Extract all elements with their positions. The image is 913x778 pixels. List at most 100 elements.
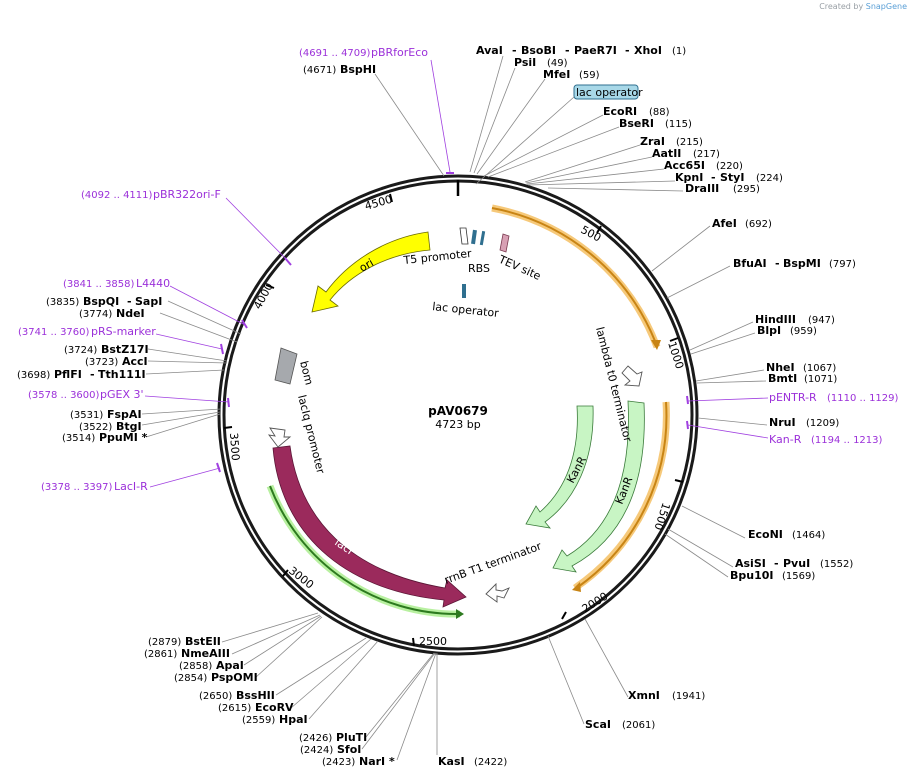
lead-aval	[469, 55, 504, 173]
site-styi-name: StyI	[720, 171, 744, 184]
lead-ppumi	[145, 413, 221, 438]
lac-operator-top-mark	[471, 229, 477, 245]
site-ppumi-name: PpuMI *	[99, 431, 148, 444]
lead-pluti	[365, 652, 435, 738]
mark-pbr322	[284, 257, 292, 266]
site-nari-pos: (2423)	[322, 757, 355, 768]
lead-acci	[147, 360, 228, 364]
site-asisi-name: AsiSI	[735, 557, 766, 570]
plasmid-length: 4723 bp	[435, 418, 480, 431]
tick-4500	[389, 193, 393, 203]
tick-2000	[561, 611, 567, 620]
lead-scai	[547, 635, 585, 725]
site-ecorv-pos: (2615)	[218, 703, 251, 714]
site-bsteii-name: BstEII	[185, 635, 221, 648]
site-econi-pos: (1464)	[792, 530, 825, 541]
lead-blpi	[690, 332, 756, 355]
laci-feature	[272, 445, 467, 608]
lead-kpni	[527, 180, 676, 186]
primer-l4440-pos: (3841 .. 3858)	[63, 279, 135, 290]
lead-draiii	[547, 187, 684, 192]
site-kpni-sep: -	[711, 171, 716, 184]
site-mfei-name: MfeI	[543, 68, 570, 81]
lead-nhei	[695, 369, 765, 382]
tick-label-4500: 4500	[363, 193, 393, 213]
lead-sfoi	[361, 652, 436, 750]
site-ndei-name: NdeI	[116, 307, 145, 320]
kanr-1-label: KanR	[564, 454, 589, 485]
site-bmti-name: BmtI	[768, 372, 797, 385]
site-kasi-name: KasI	[438, 755, 465, 768]
lead-bmti	[696, 380, 767, 384]
site-ndei-pos: (3774)	[79, 309, 112, 320]
site-bmti-pos: (1071)	[804, 374, 837, 385]
site-draiii-name: DraIII	[685, 182, 719, 195]
rbs-mark	[479, 230, 486, 246]
primer-pgex-name: pGEX 3'	[100, 388, 144, 401]
lead-ecori	[483, 114, 604, 177]
site-ecorv-name: EcoRV	[255, 701, 294, 714]
site-sapi-pos: (3835)	[46, 297, 79, 308]
site-scai-pos: (2061)	[622, 720, 655, 731]
primer-laci-r-name: LacI-R	[114, 480, 148, 493]
site-kasi-pos: (2422)	[474, 757, 507, 768]
site-xhoi-name: XhoI	[634, 44, 662, 57]
lead-nrui	[697, 417, 768, 426]
lead-laci-r	[149, 467, 221, 488]
site-econi-name: EcoNI	[748, 528, 783, 541]
site-bspqi-name: BspQI	[83, 295, 119, 308]
site-nhei-pos: (1067)	[803, 363, 836, 374]
backbone-outer	[217, 174, 699, 656]
site-fspai-pos: (3531)	[70, 410, 103, 421]
site-ecori-pos: (88)	[649, 107, 670, 118]
lead-acc65i	[526, 168, 665, 185]
primer-prs-pos: (3741 .. 3760)	[18, 327, 90, 338]
site-draiii-pos: (295)	[733, 184, 760, 195]
tick-label-500: 500	[579, 223, 604, 244]
primer-leaders	[144, 59, 769, 488]
site-bfuai-name: BfuAI	[733, 257, 767, 270]
tick-3500	[223, 426, 233, 429]
mark-pgex	[227, 397, 230, 408]
site-aval-pos: (1)	[672, 46, 686, 57]
site-hpai-name: HpaI	[279, 713, 308, 726]
mark-kan-r	[686, 420, 689, 430]
site-btgi-name: BtgI	[116, 420, 142, 433]
site-zrai-name: ZraI	[640, 135, 665, 148]
lead-btgi	[141, 411, 221, 426]
site-kpni-name: KpnI	[675, 171, 703, 184]
primer-pentr-name: pENTR-R	[769, 391, 817, 404]
site-paer7i-name: PaeR7I	[574, 44, 617, 57]
site-xmni-name: XmnI	[628, 689, 660, 702]
primer-pgex-pos: (3578 .. 3600)	[28, 390, 100, 401]
mark-laci-r	[216, 462, 221, 473]
primer-pbrforeco-name: pBRforEco	[371, 46, 428, 59]
rrnb-terminator-label: rrnB T1 terminator	[443, 539, 544, 586]
tick-1000	[669, 337, 679, 342]
site-fspai-name: FspAI	[107, 408, 142, 421]
site-acci-pos: (3723)	[85, 357, 118, 368]
primer-kan-r-pos: (1194 .. 1213)	[811, 435, 883, 446]
site-nmeaiii-name: NmeAIII	[181, 647, 230, 660]
lead-bsphi	[374, 73, 445, 177]
site-bsobi-name: BsoBI	[521, 44, 556, 57]
lead-ndei	[159, 312, 238, 343]
lac-operator-top-box	[573, 84, 639, 100]
mark-l4440	[241, 319, 248, 329]
site-psii-pos: (49)	[547, 58, 568, 69]
rrnb-terminator-arrow	[485, 582, 510, 603]
plasmid-name: pAV0679	[428, 404, 488, 418]
lead-psii	[473, 67, 516, 174]
site-pfifi-name: PflFI	[54, 368, 82, 381]
site-ppumi-pos: (3514)	[62, 433, 95, 444]
site-apai-pos: (2858)	[179, 661, 212, 672]
primer-pbr322-name: pBR322ori-F	[153, 188, 221, 201]
tick-label-2500: 2500	[419, 635, 447, 648]
tev-site-feature	[499, 233, 510, 253]
lac-operator-mid-label: lac operator	[432, 300, 500, 320]
bom-label: bom	[297, 360, 316, 387]
snapgene-credit: Created by SnapGene	[819, 2, 907, 11]
primer-pbr322-pos: (4092 .. 4111)	[81, 190, 153, 201]
site-blpi-name: BlpI	[757, 324, 781, 337]
laci-outer-arc-head	[456, 609, 464, 619]
